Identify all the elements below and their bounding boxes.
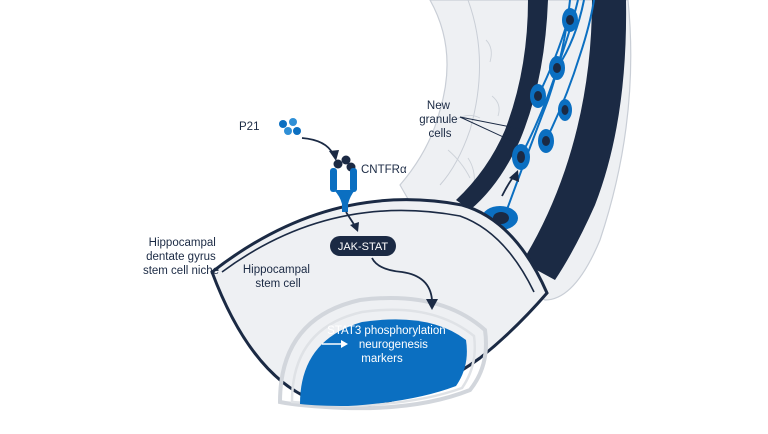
receptor-right-arm <box>350 168 357 192</box>
jak-stat-pill: JAK-STAT <box>330 236 396 256</box>
jak-stat-label: JAK-STAT <box>338 241 389 253</box>
outer-column <box>522 0 627 280</box>
p21-dot <box>293 127 301 135</box>
nuclear-envelope-inner <box>290 308 476 408</box>
niche-inner-arc <box>221 209 535 293</box>
migration-arrow <box>501 170 519 197</box>
tissue-fiber <box>485 39 492 63</box>
dendrite <box>504 0 571 216</box>
granule-cell <box>558 99 572 121</box>
new-granule-cells-label: New granule cells <box>419 100 461 140</box>
dendrite <box>545 0 595 141</box>
cntfr-receptor <box>330 155 357 212</box>
tissue-inner-line <box>439 0 480 186</box>
granule-cell <box>538 129 554 153</box>
tissue-fiber <box>454 115 481 121</box>
p21-dot <box>284 127 292 135</box>
binding-arrow <box>301 137 339 161</box>
receptor-left-arm <box>330 168 337 192</box>
inner-column <box>456 0 548 210</box>
nucleus-label: STAT3 phosphorylation neurogenesis marke… <box>327 325 449 365</box>
receptor-stem <box>334 190 355 212</box>
p21-molecules <box>279 118 301 135</box>
nuclear-arrow <box>371 257 438 310</box>
stem-cell-label: Hippocampal stem cell <box>243 264 313 290</box>
granule-cell <box>549 56 565 80</box>
p21-dot <box>289 118 297 126</box>
granule-leader-lines <box>459 116 522 142</box>
granule-cell-layer-outer <box>456 0 627 280</box>
ligand-bound <box>341 155 351 165</box>
tissue-fiber <box>491 95 500 117</box>
cntfr-label: CNTFRα <box>361 164 407 176</box>
nuclear-envelope-outer <box>277 296 488 411</box>
ligand-bound <box>333 159 343 169</box>
signal-arrow <box>345 211 359 232</box>
p21-label: P21 <box>239 121 259 133</box>
tissue-fiber <box>447 149 471 179</box>
granule-cell <box>530 84 546 108</box>
granule-cells <box>482 8 578 230</box>
niche-label: Hippocampal dentate gyrus stem cell nich… <box>143 237 219 277</box>
p21-dot <box>279 120 287 128</box>
granule-cell <box>562 8 578 32</box>
granule-cell <box>512 144 530 170</box>
nucleus-arrow <box>322 340 348 348</box>
